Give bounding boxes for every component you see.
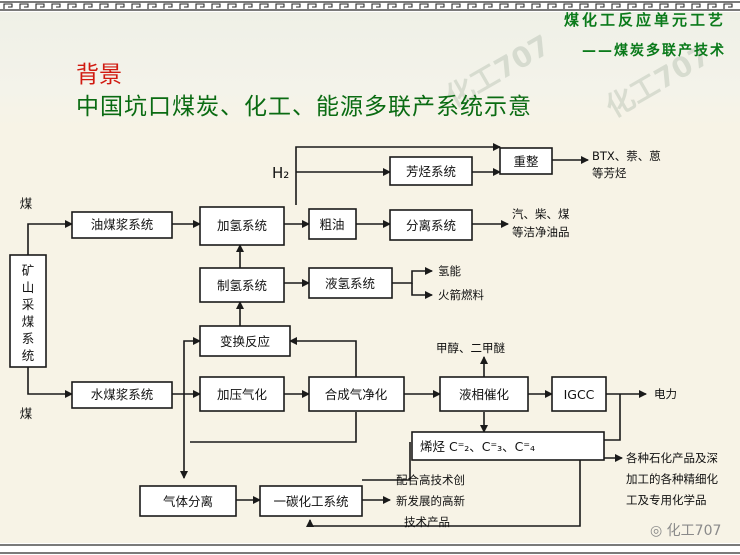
top-greek-border: [0, 0, 740, 12]
flow-line: [306, 458, 581, 527]
course-subtitle: ——煤炭多联产技术: [582, 43, 726, 59]
flow-line: [190, 412, 357, 443]
flow-line: [295, 143, 501, 205]
hitech-label: 配合高技术创: [396, 473, 465, 487]
oil-coal-slurry-box: [71, 211, 173, 239]
btx-label-2: 等芳烃: [592, 166, 627, 180]
liquid-h2-label: 液氢系统: [325, 276, 375, 291]
mining-label: 矿山采煤系统: [22, 263, 35, 363]
flow-line: [183, 337, 201, 394]
btx-label: BTX、萘、蒽: [592, 149, 661, 163]
liquid-phase-label: 液相催化: [459, 387, 510, 402]
reforming-label: 重整: [513, 154, 539, 169]
shift-reaction-box: [199, 325, 291, 357]
separation-box: [389, 209, 473, 241]
wechat-icon: ◎: [650, 523, 663, 539]
water-coal-slurry-box: [71, 381, 173, 409]
hydrogenation-box: [199, 206, 285, 246]
h2-label: H₂: [272, 164, 289, 182]
header-band: [0, 0, 740, 128]
hydrogenation-label: 加氢系统: [217, 218, 267, 233]
water-coal-slurry-label: 水煤浆系统: [91, 387, 154, 402]
clean-oil-label: 汽、柴、煤: [512, 207, 570, 221]
gasification-box: [199, 376, 285, 412]
hydrogen-energy-label: 氢能: [438, 264, 461, 278]
hitech-label-2: 新发展的高新: [396, 494, 465, 508]
flow-line: [27, 367, 73, 398]
coal-bottom-label: 煤: [20, 406, 33, 421]
petrochem-label-3: 工及专用化学品: [626, 493, 707, 507]
petrochem-label: 各种石化产品及深: [626, 451, 718, 465]
c1-chemical-label: 一碳化工系统: [273, 494, 348, 509]
gas-separation-box: [139, 485, 237, 517]
mining-system-box: [9, 254, 47, 368]
coal-top-label: 煤: [20, 196, 33, 211]
logo-text: 化工707: [666, 523, 722, 539]
clean-oil-label-2: 等洁净油品: [512, 225, 570, 239]
crude-oil-box: [308, 208, 357, 240]
crude-oil-label: 粗油: [319, 217, 344, 232]
flow-line: [392, 267, 433, 284]
rocket-fuel-label: 火箭燃料: [438, 288, 484, 302]
olefins-box: [411, 431, 605, 461]
shift-reaction-label: 变换反应: [220, 334, 270, 349]
gas-separation-label: 气体分离: [163, 494, 213, 509]
petrochem-label-2: 加工的各种精细化: [626, 472, 718, 486]
slide-title: 中国坑口煤炭、化工、能源多联产系统示意: [76, 94, 532, 120]
methanol-label: 甲醇、二甲醚: [436, 341, 505, 355]
h2-production-box: [199, 267, 285, 303]
electricity-label: 电力: [654, 387, 677, 401]
hitech-label-3: 技术产品: [404, 515, 450, 529]
flow-line: [289, 337, 357, 377]
logo-watermark: ◎ 化工707: [650, 520, 721, 540]
syngas-purification-box: [308, 376, 405, 412]
reforming-box: [499, 147, 553, 175]
olefins-label: 烯烃 C⁼₂、C⁼₃、C⁼₄: [420, 439, 535, 454]
liquid-phase-box: [439, 376, 529, 412]
c1-chemical-box: [259, 485, 363, 517]
separation-label: 分离系统: [406, 218, 456, 233]
aromatics-label: 芳烃系统: [406, 164, 456, 179]
h2-production-label: 制氢系统: [217, 278, 267, 293]
syngas-purification-label: 合成气净化: [325, 387, 388, 402]
course-title: 煤化工反应单元工艺: [563, 11, 726, 29]
igcc-label: IGCC: [564, 387, 595, 402]
aromatics-box: [389, 156, 473, 186]
igcc-box: [551, 376, 607, 412]
liquid-h2-box: [308, 267, 393, 299]
oil-coal-slurry-label: 油煤浆系统: [91, 217, 154, 232]
flow-line: [362, 442, 411, 481]
gasification-label: 加压气化: [217, 387, 268, 402]
flow-line: [411, 283, 433, 299]
bottom-greek-border: [0, 543, 740, 555]
flow-line: [27, 220, 73, 255]
flow-line: [604, 394, 621, 441]
section-label: 背景: [76, 62, 122, 88]
